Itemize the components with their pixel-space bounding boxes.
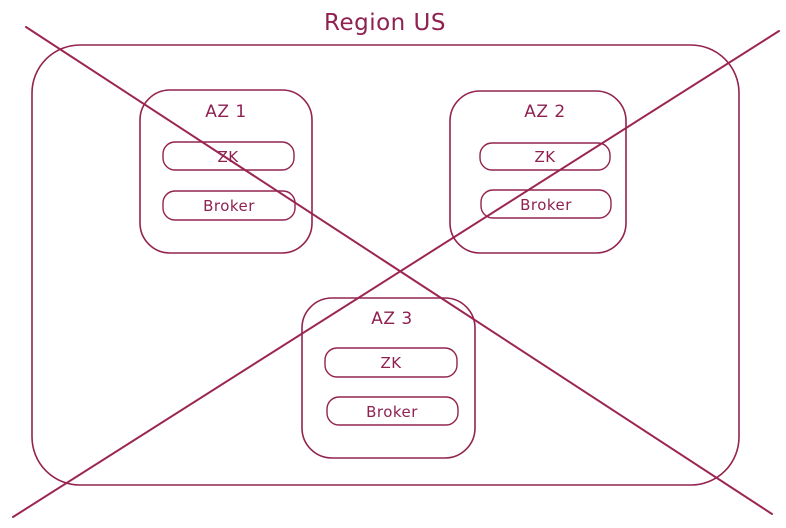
az1-zk-label: ZK [217,148,239,166]
az2-zone: AZ 2 ZK Broker [449,90,627,254]
az3-label: AZ 3 [371,309,413,329]
cross-out-line-2 [12,30,780,518]
az2-zk-box [479,142,611,171]
az1-label: AZ 1 [205,102,247,122]
az1-box [139,89,313,254]
region-title: Region US [324,10,446,36]
az1-zk-box [162,141,295,171]
az3-zone: AZ 3 ZK Broker [301,297,476,459]
az3-zk-label: ZK [380,354,402,372]
az3-broker-box [326,396,459,426]
az1-zone: AZ 1 ZK Broker [139,89,313,254]
az2-label: AZ 2 [524,102,566,122]
az1-broker-label: Broker [203,197,255,215]
cross-out-line-1 [25,26,773,515]
az1-broker-box [162,190,296,221]
az2-broker-box [480,189,612,219]
az2-broker-label: Broker [520,196,572,214]
az3-broker-label: Broker [366,403,418,421]
az2-box [449,90,627,254]
az3-box [301,297,476,459]
region-box [31,44,740,486]
az2-zk-label: ZK [534,148,556,166]
az3-zk-box [324,347,458,378]
